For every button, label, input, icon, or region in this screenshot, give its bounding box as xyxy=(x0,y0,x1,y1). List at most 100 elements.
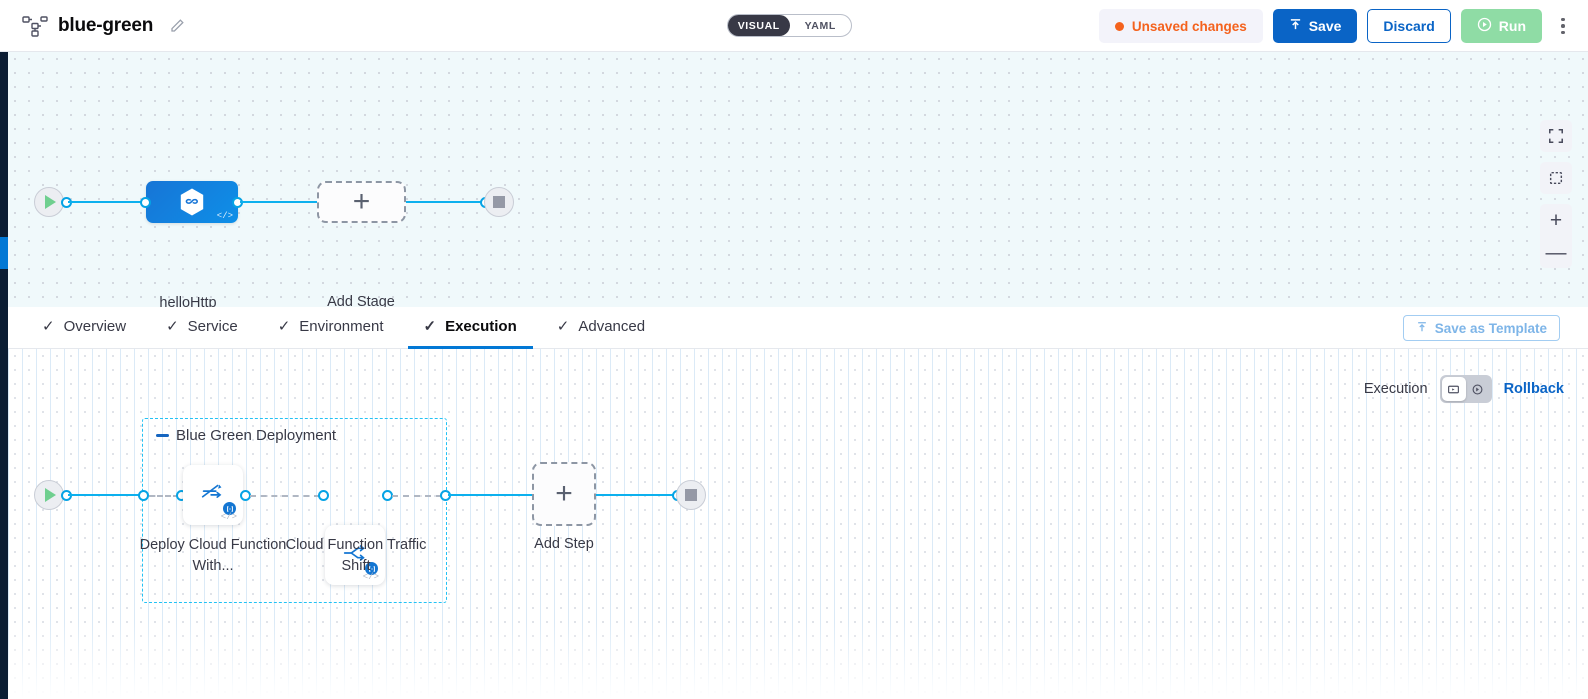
traffic-shift-icon xyxy=(340,538,370,573)
save-as-template-label: Save as Template xyxy=(1434,320,1547,336)
step-group-blue-green-deployment[interactable] xyxy=(142,418,447,603)
check-icon: ✓ xyxy=(277,318,291,335)
zoom-out-button[interactable]: — xyxy=(1545,240,1567,264)
tab-advanced-label: Advanced xyxy=(578,317,646,335)
play-icon xyxy=(45,195,56,209)
pipeline-end-node[interactable] xyxy=(484,187,514,217)
header-left-group: blue-green xyxy=(0,15,185,37)
check-icon: ✓ xyxy=(423,318,437,335)
execution-view-icon[interactable] xyxy=(1441,377,1466,401)
stage-node-hellohttp[interactable]: </> xyxy=(146,181,238,223)
app-header: blue-green VISUAL YAML Unsaved changes S… xyxy=(0,0,1588,52)
plus-icon: + xyxy=(555,477,573,510)
toggle-visual[interactable]: VISUAL xyxy=(728,15,790,36)
group-input-port[interactable] xyxy=(138,490,149,501)
edge-stage-to-add xyxy=(240,201,318,203)
toggle-yaml[interactable]: YAML xyxy=(804,19,836,32)
pipeline-start-node[interactable] xyxy=(34,187,64,217)
add-step-caption: Add Step xyxy=(534,536,594,552)
stage-code-tag: </> xyxy=(216,211,233,221)
discard-label: Discard xyxy=(1383,18,1435,34)
execution-start-node[interactable] xyxy=(34,480,64,510)
step2-code-tag: </> xyxy=(362,572,379,582)
rollback-view-icon[interactable] xyxy=(1466,377,1490,401)
step-node-cloud-function-traffic-shift[interactable]: </> xyxy=(325,525,385,585)
edge-step1-to-step2 xyxy=(250,495,320,497)
collapse-dash-icon[interactable] xyxy=(156,434,169,437)
tab-service-label: Service xyxy=(187,317,238,335)
unsaved-dot-icon xyxy=(1114,21,1124,31)
harness-hexagon-icon xyxy=(178,187,206,217)
deploy-cloud-function-icon xyxy=(198,478,228,513)
pipeline-nodes-icon xyxy=(22,15,48,37)
discard-button[interactable]: Discard xyxy=(1367,9,1451,43)
execution-rollback-toggle[interactable] xyxy=(1439,375,1492,403)
run-label: Run xyxy=(1498,18,1526,34)
template-upload-icon xyxy=(1416,321,1428,336)
tab-advanced[interactable]: ✓ Advanced xyxy=(541,307,661,349)
edge-add-to-end xyxy=(406,201,486,203)
step2-input-port[interactable] xyxy=(318,490,329,501)
zoom-in-button[interactable]: + xyxy=(1549,208,1563,232)
save-upload-icon xyxy=(1289,18,1302,34)
step1-code-tag: </> xyxy=(220,512,237,522)
execution-rollback-toggle-row: Execution Rollback xyxy=(1364,375,1564,403)
check-icon: ✓ xyxy=(42,318,55,335)
tab-service[interactable]: ✓ Service xyxy=(150,307,254,349)
execution-canvas[interactable]: Execution Rollback Blue Green Deplo xyxy=(8,349,1588,699)
left-nav-rail-active-marker xyxy=(0,237,8,269)
save-button[interactable]: Save xyxy=(1272,9,1358,43)
stop-icon xyxy=(685,489,697,501)
tab-overview[interactable]: ✓ Overview xyxy=(26,307,142,349)
check-icon: ✓ xyxy=(556,318,570,335)
step2-caption: Cloud Function Traffic Shift xyxy=(285,537,427,574)
pencil-icon[interactable] xyxy=(169,18,185,34)
run-play-icon xyxy=(1477,17,1492,35)
tab-execution-label: Execution xyxy=(445,317,517,335)
page-title: blue-green xyxy=(58,14,154,36)
unsaved-changes-badge: Unsaved changes xyxy=(1098,9,1263,43)
stage-input-port[interactable] xyxy=(140,197,151,208)
stop-icon xyxy=(493,196,505,208)
select-area-icon[interactable] xyxy=(1540,162,1572,194)
left-nav-rail xyxy=(0,52,8,699)
tab-environment[interactable]: ✓ Environment xyxy=(262,307,400,349)
plus-icon: + xyxy=(352,185,371,218)
zoom-controls[interactable]: + — xyxy=(1540,204,1572,268)
edge-start-to-group xyxy=(68,494,146,496)
fit-screen-icon[interactable] xyxy=(1540,120,1572,152)
view-mode-toggle[interactable]: VISUAL YAML xyxy=(727,14,852,37)
add-step-button[interactable]: + xyxy=(532,462,596,526)
step1-caption: Deploy Cloud Function With... xyxy=(139,537,287,574)
template-badge xyxy=(222,501,237,516)
header-actions: Unsaved changes Save Discard Run xyxy=(1098,9,1574,43)
tab-overview-label: Overview xyxy=(63,317,127,335)
step-group-label: Blue Green Deployment xyxy=(156,427,336,444)
unsaved-changes-label: Unsaved changes xyxy=(1131,18,1247,34)
edge-start-to-stage xyxy=(68,201,146,203)
step-node-deploy-cloud-function[interactable]: </> xyxy=(183,465,243,525)
stage-config-tabs: ✓ Overview ✓ Service ✓ Environment ✓ Exe… xyxy=(8,307,1588,349)
edge-step2-to-group-out xyxy=(392,495,442,497)
rollback-label[interactable]: Rollback xyxy=(1503,381,1564,397)
tab-environment-label: Environment xyxy=(299,317,384,335)
play-icon xyxy=(45,488,56,502)
stage-canvas[interactable]: </> helloHttp + Add Stage + — xyxy=(8,52,1588,307)
add-stage-button[interactable]: + xyxy=(317,181,406,223)
kebab-menu-icon[interactable] xyxy=(1552,11,1574,41)
execution-label: Execution xyxy=(1363,381,1428,397)
execution-end-node[interactable] xyxy=(676,480,706,510)
edge-add-step-to-end xyxy=(596,494,678,496)
step-group-label-text: Blue Green Deployment xyxy=(176,427,337,444)
tab-execution[interactable]: ✓ Execution xyxy=(407,307,533,349)
canvas-controls: + — xyxy=(1540,120,1572,268)
template-badge xyxy=(364,561,379,576)
check-icon: ✓ xyxy=(166,318,179,335)
save-as-template-button[interactable]: Save as Template xyxy=(1402,315,1560,341)
add-stage-caption: Add Stage xyxy=(327,294,395,307)
run-button[interactable]: Run xyxy=(1460,9,1542,43)
stage-caption: helloHttp xyxy=(159,295,217,307)
save-label: Save xyxy=(1308,18,1342,34)
edge-group-to-add-step xyxy=(448,494,532,496)
edge-group-to-step1 xyxy=(149,495,179,497)
